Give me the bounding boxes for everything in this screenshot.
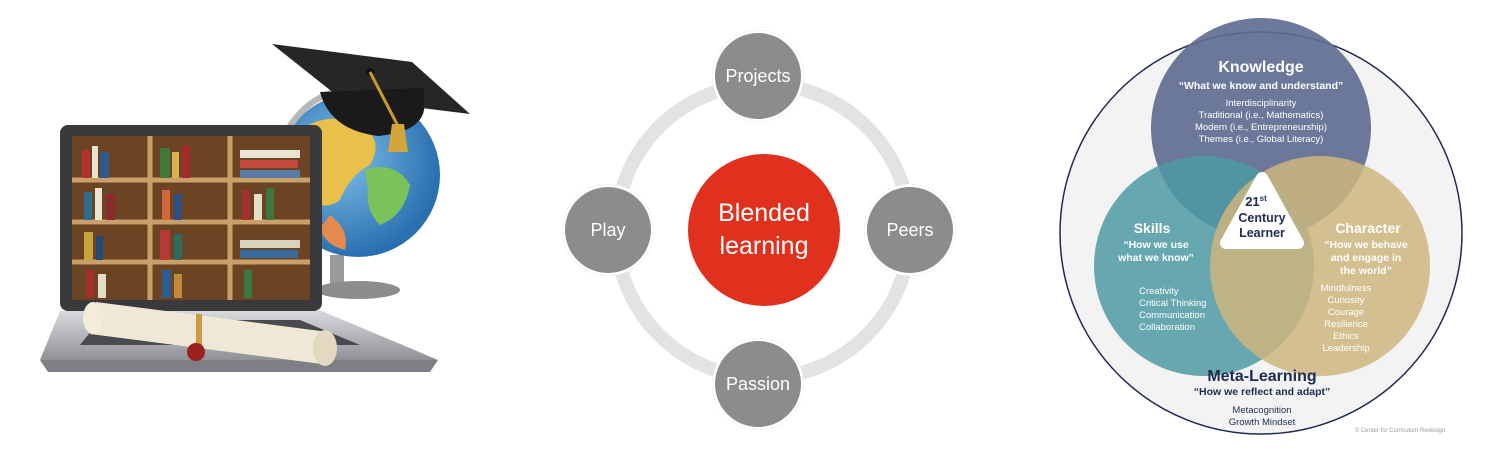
skills-item: Critical Thinking [1139,298,1206,309]
character-item: Resilience [1324,319,1368,330]
knowledge-title: Knowledge [1218,59,1303,76]
core-blended-learning: Blended learning [688,154,840,306]
diploma-scroll-icon [83,302,337,366]
skills-item: Collaboration [1139,322,1195,333]
graduation-cap-icon [272,44,470,152]
node-passion: Passion [712,338,804,430]
skills-item: Communication [1139,310,1205,321]
node-projects: Projects [712,30,804,122]
core-line-1: Blended [718,199,810,227]
character-item: Ethics [1333,331,1359,342]
character-subtitle: “How we behave [1324,239,1408,251]
knowledge-item: Interdisciplinarity [1226,98,1297,109]
center-number: 21 [1245,194,1259,209]
character-title: Character [1335,220,1401,236]
knowledge-item: Traditional (i.e., Mathematics) [1199,110,1324,121]
node-play: Play [562,184,654,276]
skills-item: Creativity [1139,286,1179,297]
center-learner: Learner [1239,226,1285,240]
twenty-first-century-learner-venn: Knowledge “What we know and understand” … [1040,0,1500,458]
center-learner-region [1220,172,1304,249]
character-circle [1210,156,1430,376]
skills-title: Skills [1134,220,1171,236]
center-century: Century [1238,211,1285,225]
skills-subtitle: “How we use [1123,239,1189,251]
skills-subtitle: what we know” [1117,252,1194,264]
character-item: Curiosity [1328,295,1365,306]
knowledge-subtitle: “What we know and understand” [1179,80,1344,92]
node-peers: Peers [864,184,956,276]
laptop-globe-cap-illustration [40,44,470,372]
venn-diagram: Knowledge “What we know and understand” … [1059,18,1463,435]
meta-learning-subtitle: “How we reflect and adapt” [1194,386,1331,398]
center-21: 21st [1245,194,1267,209]
character-item: Mindfulness [1321,283,1372,294]
core-line-2: learning [719,232,809,260]
character-item: Leadership [1322,343,1369,354]
education-illustration [0,0,520,458]
character-item: Courage [1328,307,1364,318]
meta-learning-item: Metacognition [1232,405,1291,416]
knowledge-item: Themes (i.e., Global Literacy) [1199,134,1324,145]
meta-learning-item: Growth Mindset [1229,417,1296,428]
character-subtitle: the world” [1340,265,1392,277]
knowledge-item: Modern (i.e., Entrepreneurship) [1195,122,1327,133]
meta-learning-title: Meta-Learning [1207,368,1316,385]
character-subtitle: and engage in [1331,252,1402,264]
center-ordinal-suffix: st [1260,194,1267,203]
blended-learning-diagram: Projects Peers Passion Play Blended lear… [520,0,1040,458]
copyright-notice: © Center for Curriculum Redesign [1355,427,1445,434]
